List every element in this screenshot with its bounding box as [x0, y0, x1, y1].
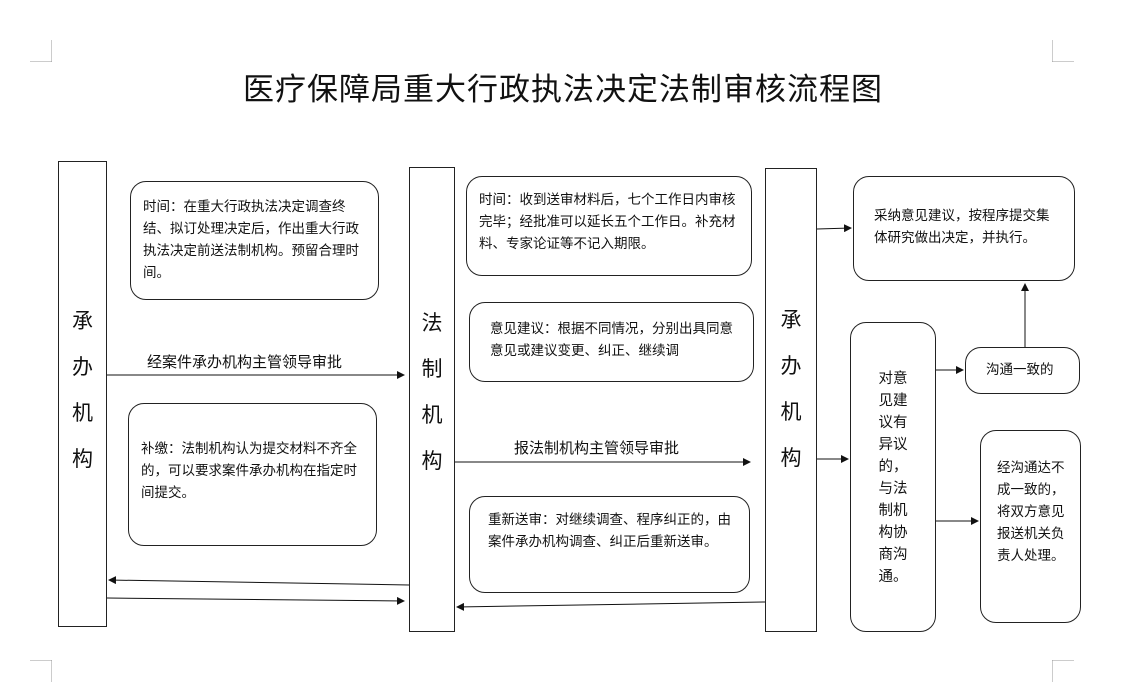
- note-resubmit: 重新送审：对继续调查、程序纠正的，由案件承办机构调查、纠正后重新送审。: [469, 496, 750, 593]
- note-opinion: 意见建议：根据不同情况，分别出具同意意见或建议变更、纠正、继续调: [469, 302, 754, 382]
- label-approve-mid: 报法制机构主管领导审批: [514, 439, 680, 457]
- arrow-to-adopt: [816, 224, 852, 233]
- arrow-right-to-legal: [456, 601, 766, 611]
- lane-handling-agency-left: 承 办 机 构: [58, 161, 107, 627]
- note-time-left: 时间：在重大行政执法决定调查终结、拟订处理决定后，作出重大行政执法决定前送法制机…: [130, 181, 379, 300]
- page-title: 医疗保障局重大行政执法决定法制审核流程图: [243, 72, 883, 108]
- note-objection: 对意见建议有异议的，与法制机构协商沟通。: [850, 322, 936, 632]
- arrow-left-to-legal-resend: [106, 596, 405, 605]
- note-disagree: 经沟通达不成一致的，将双方意见报送机关负责人处理。: [980, 430, 1081, 623]
- note-time-mid: 时间：收到送审材料后，七个工作日内审核完毕；经批准可以延长五个工作日。补充材料、…: [466, 176, 752, 276]
- label-approve-left: 经案件承办机构主管领导审批: [147, 353, 343, 371]
- note-supplement: 补缴：法制机构认为提交材料不齐全的，可以要求案件承办机构在指定时间提交。: [128, 403, 377, 546]
- lane-handling-agency-right: 承 办 机 构: [765, 168, 817, 632]
- lane-legal-agency: 法 制 机 构: [409, 167, 455, 632]
- arrow-legal-to-left-return: [108, 576, 410, 586]
- note-adopt: 采纳意见建议，按程序提交集体研究做出决定，并执行。: [853, 176, 1075, 281]
- note-agree: 沟通一致的: [965, 347, 1080, 394]
